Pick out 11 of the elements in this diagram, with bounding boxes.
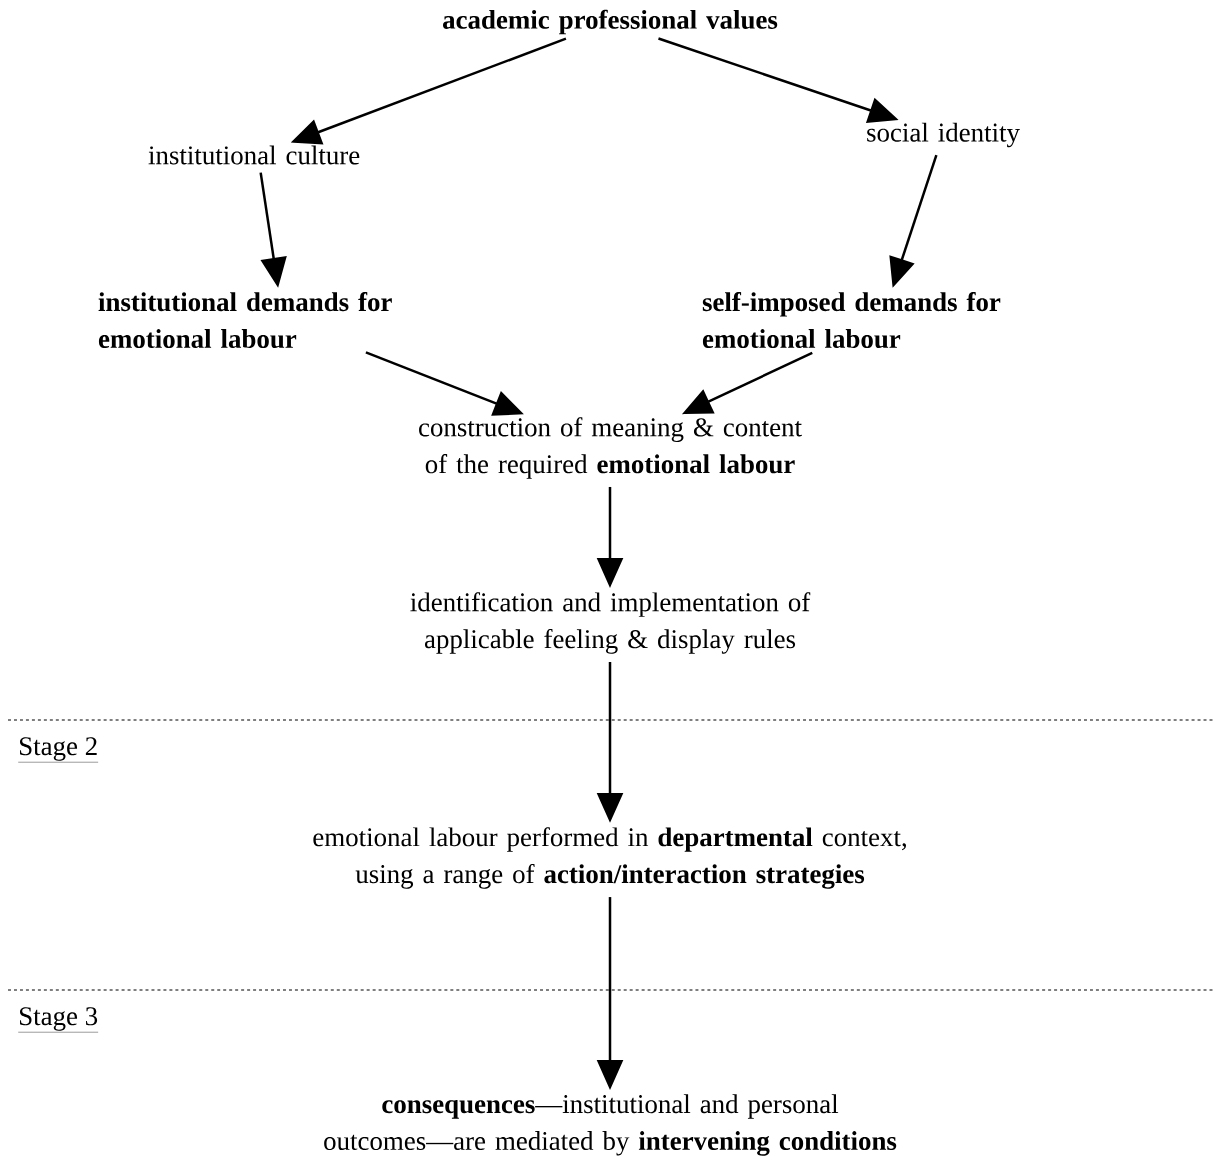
stage-label: Stage 2 bbox=[18, 737, 99, 763]
text-label: emotional labour performed in departmental context, using a range of action/interaction strategies bbox=[313, 827, 906, 889]
stage-label: Stage 3 bbox=[18, 1007, 99, 1033]
text-label: institutional culture bbox=[148, 145, 360, 165]
text-label: academic professional values bbox=[443, 9, 778, 35]
text-label: consequences—institutional and personal outcomes—are mediated by intervening conditions bbox=[324, 1094, 897, 1156]
text-label: construction of meaning & content of the required emotional labour bbox=[419, 417, 802, 479]
text-label: social identity bbox=[867, 122, 1020, 148]
text-label: identification and implementation of applicable feeling & display rules bbox=[410, 592, 811, 654]
text-label: institutional demands for emotional labour bbox=[98, 291, 392, 349]
text-label: self-imposed demands for emotional labour bbox=[702, 291, 1001, 349]
